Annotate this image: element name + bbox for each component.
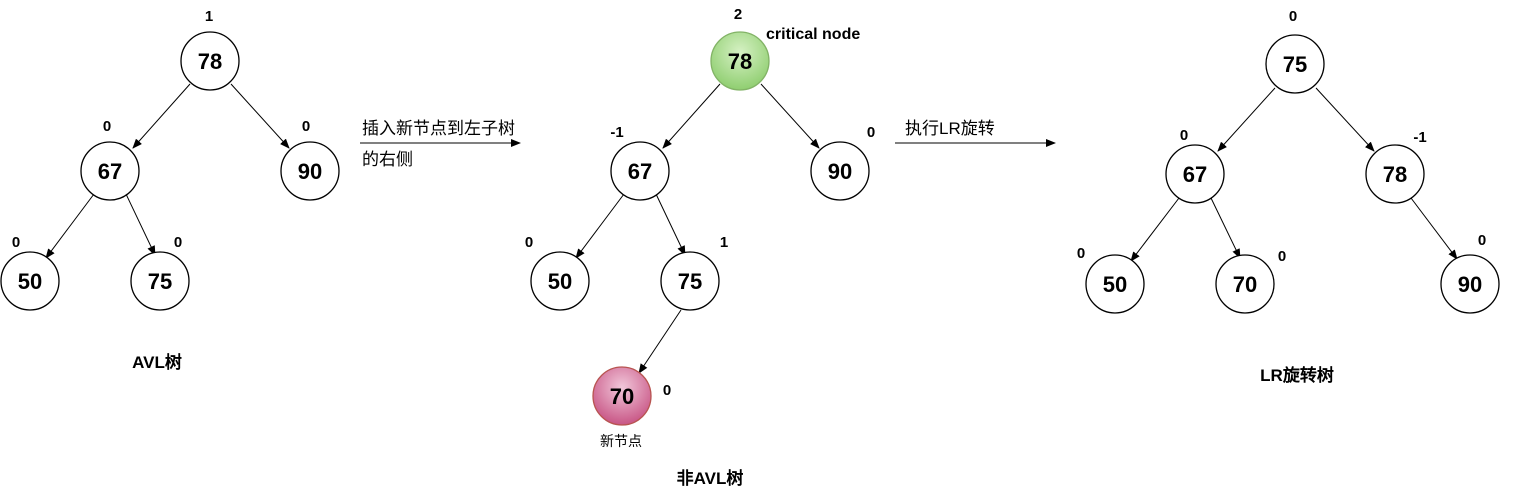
balance-factor: 0 xyxy=(1077,245,1085,262)
transition-rotate: 执行LR旋转 xyxy=(895,119,1056,147)
node-circle xyxy=(1215,254,1275,314)
critical-node-label: critical node xyxy=(766,26,860,43)
node-value: 78 xyxy=(198,49,222,74)
node-circle xyxy=(1365,144,1425,204)
edge-78-67 xyxy=(132,83,191,149)
balance-factor: -1 xyxy=(1413,129,1426,146)
edge-75-70 xyxy=(638,309,682,374)
edge-78-90 xyxy=(1410,197,1458,260)
node-value: 67 xyxy=(628,159,652,184)
balance-factor: 0 xyxy=(525,234,533,251)
tree-node: 78 1 xyxy=(180,8,240,91)
tree-node: 90 0 xyxy=(1440,232,1500,314)
node-value: 78 xyxy=(1383,162,1407,187)
node-value: 90 xyxy=(1458,272,1482,297)
node-value: 75 xyxy=(678,269,702,294)
balance-factor: 0 xyxy=(1478,232,1486,249)
edge-78-90 xyxy=(230,83,290,149)
balance-factor: 0 xyxy=(1180,127,1188,144)
tree-node: 67 0 xyxy=(80,118,140,201)
tree-caption: LR旋转树 xyxy=(1260,365,1334,385)
node-circle xyxy=(660,251,720,311)
transition-label-line1: 执行LR旋转 xyxy=(905,119,995,138)
node-circle xyxy=(1085,254,1145,314)
node-circle xyxy=(1165,144,1225,204)
balance-factor: 0 xyxy=(867,124,875,141)
node-circle xyxy=(530,251,590,311)
edge-78-90 xyxy=(760,83,820,149)
transition-label-line2: 的右侧 xyxy=(362,150,413,169)
edge-67-75 xyxy=(655,193,686,256)
node-circle xyxy=(130,251,190,311)
node-value: 90 xyxy=(298,159,322,184)
node-value: 75 xyxy=(1283,52,1307,77)
tree-node: 75 0 xyxy=(130,234,190,311)
tree-non-avl-edges xyxy=(575,83,820,374)
transition-label-line1: 插入新节点到左子树 xyxy=(362,119,515,138)
balance-factor: 2 xyxy=(734,6,742,23)
tree-non-avl: 78 2 critical node 67 -1 90 0 50 0 75 1 … xyxy=(525,6,875,488)
edge-67-70 xyxy=(1210,197,1241,259)
node-value: 50 xyxy=(548,269,572,294)
tree-avl-edges xyxy=(45,83,290,259)
tree-node: 50 0 xyxy=(1077,245,1145,314)
node-circle xyxy=(0,251,60,311)
node-value: 75 xyxy=(148,269,172,294)
tree-node: 90 0 xyxy=(810,124,875,201)
node-circle xyxy=(592,366,652,426)
tree-caption: 非AVL树 xyxy=(677,468,744,488)
balance-factor: 0 xyxy=(12,234,20,251)
tree-avl: 78 1 67 0 90 0 50 0 75 0 AVL树 xyxy=(0,8,340,372)
node-circle xyxy=(1440,254,1500,314)
tree-node: 90 0 xyxy=(280,118,340,201)
balance-factor: 0 xyxy=(174,234,182,251)
tree-lr-edges xyxy=(1130,87,1458,262)
transition-insert: 插入新节点到左子树 的右侧 xyxy=(360,119,521,169)
edge-78-67 xyxy=(662,83,721,149)
node-circle xyxy=(810,141,870,201)
critical-node: 78 2 critical node xyxy=(710,6,860,91)
node-value: 70 xyxy=(1233,272,1257,297)
edge-67-75 xyxy=(125,193,156,256)
balance-factor: 0 xyxy=(302,118,310,135)
balance-factor: 1 xyxy=(205,8,213,25)
tree-node: 50 0 xyxy=(525,234,590,311)
balance-factor: 0 xyxy=(663,382,671,399)
tree-node: 50 0 xyxy=(0,234,60,311)
node-value: 50 xyxy=(18,269,42,294)
edge-75-67 xyxy=(1217,87,1276,152)
new-node-label: 新节点 xyxy=(600,433,642,449)
node-value: 50 xyxy=(1103,272,1127,297)
balance-factor: 0 xyxy=(1289,8,1297,25)
node-circle xyxy=(80,141,140,201)
node-value: 70 xyxy=(610,384,634,409)
node-value: 78 xyxy=(728,49,752,74)
edge-67-50 xyxy=(575,193,625,259)
node-circle xyxy=(610,141,670,201)
node-value: 67 xyxy=(98,159,122,184)
balance-factor: 0 xyxy=(1278,248,1286,265)
tree-node: 67 0 xyxy=(1165,127,1225,204)
node-value: 67 xyxy=(1183,162,1207,187)
tree-caption: AVL树 xyxy=(132,353,182,372)
tree-node: 78 -1 xyxy=(1365,129,1427,204)
tree-node: 67 -1 xyxy=(610,124,670,201)
balance-factor: 1 xyxy=(720,234,728,251)
node-value: 90 xyxy=(828,159,852,184)
node-circle xyxy=(1265,34,1325,94)
balance-factor: -1 xyxy=(610,124,623,141)
tree-node: 75 0 xyxy=(1265,8,1325,94)
edge-67-50 xyxy=(45,193,95,259)
new-node: 70 0 新节点 xyxy=(592,366,671,449)
balance-factor: 0 xyxy=(103,118,111,135)
tree-node: 75 1 xyxy=(660,234,728,311)
node-circle xyxy=(280,141,340,201)
edge-75-78 xyxy=(1315,87,1375,152)
node-circle xyxy=(180,31,240,91)
edge-67-50 xyxy=(1130,197,1180,262)
node-circle xyxy=(710,31,770,91)
tree-lr-rotated: 75 0 67 0 78 -1 50 0 70 0 90 0 LR旋转树 xyxy=(1077,8,1500,385)
tree-node: 70 0 xyxy=(1215,248,1286,314)
